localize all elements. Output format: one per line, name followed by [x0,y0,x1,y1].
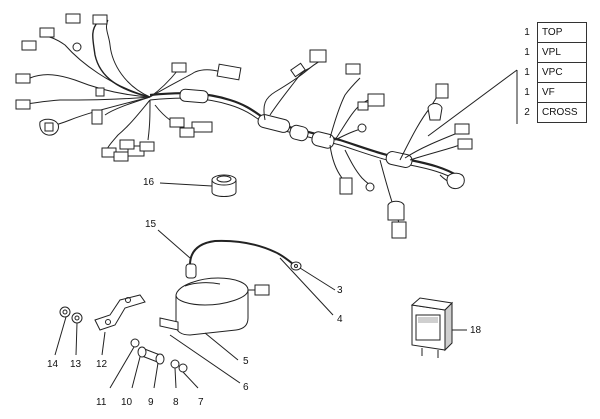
spacer-assembly-7-11 [109,338,199,389]
variant-row: 1 VF [517,82,587,103]
variant-qty: 1 [517,42,538,63]
grommet-part-16 [159,174,237,197]
variant-name: VF [537,82,587,103]
variant-qty: 1 [517,22,538,43]
variant-qty: 1 [517,62,538,83]
callout-10: 10 [121,397,133,408]
variant-name: TOP [537,22,587,43]
bracket-part-12 [94,294,241,384]
callout-4: 4 [337,314,343,325]
variant-table: 1 TOP 1 VPL 1 VPC 1 VF 2 CROSS [517,22,587,123]
callout-18: 18 [470,325,482,336]
variant-leader-line [427,69,518,137]
variant-row: 1 TOP [517,22,587,43]
callout-13: 13 [70,359,82,370]
callout-12: 12 [96,359,108,370]
callout-9: 9 [148,397,154,408]
callout-16: 16 [143,177,155,188]
variant-name: CROSS [537,102,587,123]
main-wiring-harness [15,13,473,239]
variant-row: 1 VPL [517,42,587,63]
callout-3: 3 [337,285,343,296]
callout-15: 15 [145,219,157,230]
ignition-lead [157,229,336,316]
variant-qty: 2 [517,102,538,123]
callout-6: 6 [243,382,249,393]
variant-name: VPL [537,42,587,63]
variant-qty: 1 [517,82,538,103]
callout-14: 14 [47,359,59,370]
variant-row: 1 VPC [517,62,587,83]
relay-part-18 [410,297,467,358]
ignition-coil-part-5 [159,277,270,361]
callout-7: 7 [198,397,204,408]
variant-row: 2 CROSS [517,102,587,123]
callout-8: 8 [173,397,179,408]
variant-name: VPC [537,62,587,83]
callout-5: 5 [243,356,249,367]
washers-13-14 [54,306,83,356]
callout-11: 11 [96,397,107,408]
